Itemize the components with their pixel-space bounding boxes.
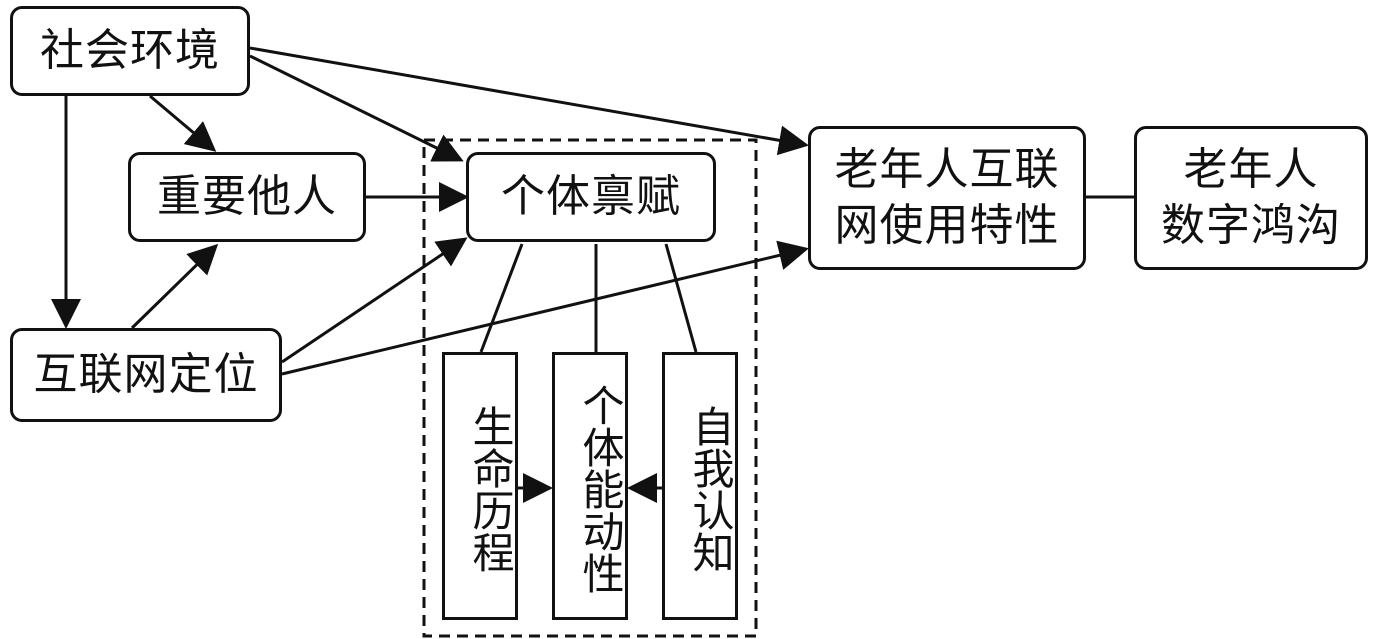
arrow-social-to-endowment <box>249 54 464 162</box>
arrow-positioning-to-significant-others <box>130 243 219 330</box>
arrow-positioning-to-endowment <box>281 237 468 364</box>
node-life-course: 生命历程 <box>442 352 518 620</box>
node-individual-endowment: 个体禀赋 <box>466 152 716 242</box>
node-self-cognition: 自我认知 <box>662 352 738 620</box>
arrow-positioning-to-internet-use <box>281 240 809 376</box>
link-endowment-life-course <box>479 243 524 353</box>
node-individual-agency: 个体能动性 <box>552 352 628 620</box>
individual-group-frame <box>422 138 758 638</box>
node-elderly-digital-divide: 老年人 数字鸿沟 <box>1134 126 1368 270</box>
arrow-social-to-internet-use <box>249 46 809 156</box>
node-social-environment: 社会环境 <box>10 6 250 96</box>
node-internet-positioning: 互联网定位 <box>10 328 282 422</box>
node-significant-others: 重要他人 <box>128 152 366 242</box>
link-endowment-self-cognition <box>664 243 698 353</box>
node-elderly-internet-use: 老年人互联 网使用特性 <box>808 126 1086 270</box>
arrow-social-to-significant-others <box>149 94 217 152</box>
